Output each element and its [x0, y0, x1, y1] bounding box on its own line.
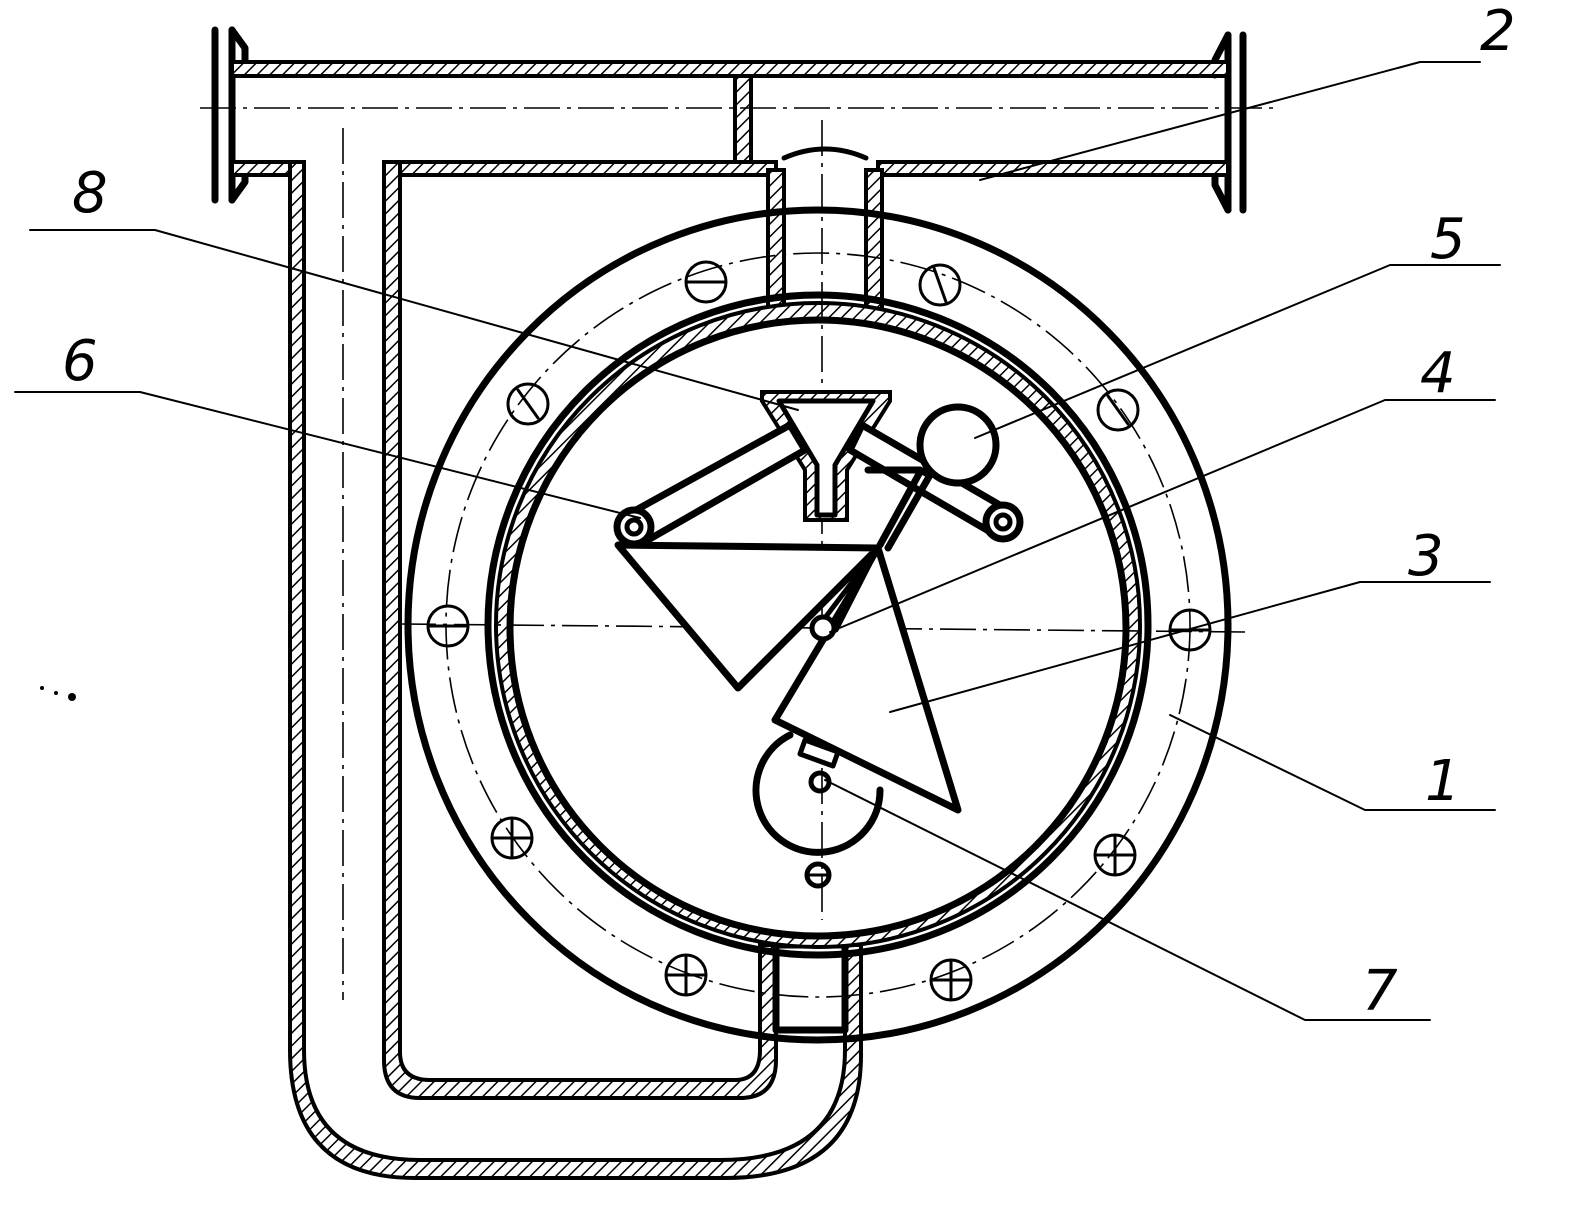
bolt-icon	[929, 958, 973, 1002]
pointer	[815, 545, 881, 633]
bolt-icon	[1096, 388, 1140, 432]
rotating-disc	[752, 731, 884, 856]
bolt-icon	[918, 263, 962, 307]
left-flange	[211, 26, 236, 204]
pipe-partition	[733, 74, 753, 164]
leader-3	[889, 581, 1491, 713]
left-bucket	[614, 541, 882, 692]
left-pivot	[613, 506, 655, 548]
bolt-icon	[506, 382, 550, 426]
label-6: 6	[62, 329, 98, 394]
leader-6	[14, 391, 641, 519]
label-1: 1	[1425, 749, 1461, 814]
leader-2	[979, 61, 1481, 181]
leader-1	[1169, 714, 1496, 811]
leader-lines	[14, 61, 1501, 1021]
label-4: 4	[1420, 341, 1456, 406]
bolt-icon	[490, 816, 534, 860]
label-2: 2	[1480, 0, 1516, 64]
bolt-holes	[426, 260, 1212, 1002]
mechanism	[613, 390, 1024, 889]
leader-4	[829, 399, 1496, 633]
leader-5	[974, 264, 1501, 439]
bolt-icon	[1093, 833, 1137, 877]
right-pivot	[982, 501, 1024, 543]
label-8: 8	[72, 161, 108, 226]
top-pipe-upper-wall	[230, 60, 1230, 78]
label-3: 3	[1408, 524, 1444, 589]
housing-outer-circle	[404, 206, 1232, 1044]
counterweight	[916, 403, 1000, 487]
labels: 2 8 5 6 4 3 1 7	[62, 0, 1516, 1024]
label-7: 7	[1362, 959, 1398, 1024]
funnel	[760, 390, 892, 522]
leader-8	[29, 229, 799, 411]
bolt-icon	[426, 604, 470, 648]
leader-7	[824, 779, 1431, 1021]
bolt-icon	[664, 953, 708, 997]
top-pipe	[200, 26, 1275, 214]
bolt-icon	[684, 260, 728, 304]
label-5: 5	[1430, 207, 1466, 272]
right-flange	[1224, 31, 1247, 214]
